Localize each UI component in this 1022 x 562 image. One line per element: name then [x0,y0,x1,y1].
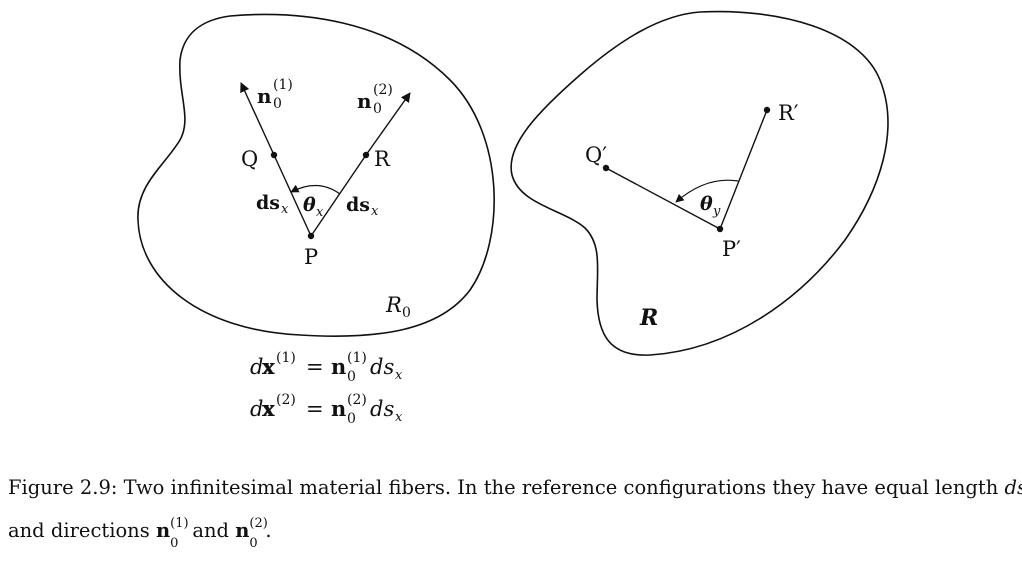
svg-text:0: 0 [373,101,382,117]
svg-text:n: n [331,396,346,421]
caption-text-2: and directions [8,519,150,542]
point-p-label: P [304,245,318,269]
svg-text:(1): (1) [347,350,367,366]
svg-text:dx: dx [250,355,275,379]
left-region: Q R P n (1) 0 n (2) 0 ds x θ x ds x R 0 [137,13,495,337]
point-q-label: Q [241,147,258,171]
caption-ds: ds [1004,476,1022,499]
svg-text:(1): (1) [276,350,296,366]
point-p-prime-label: P′ [722,237,741,261]
normal-label-2: n (2) 0 [357,82,393,117]
left-fiber-pr [310,154,367,237]
caption-n1: n [155,519,171,542]
svg-text:0: 0 [347,369,356,385]
svg-text:ds: ds [370,397,394,421]
caption-line-2: and directions n(1)0 and n(2)0. [8,513,1014,551]
svg-text:(2): (2) [373,82,393,98]
region-label-right: R [639,305,658,331]
equation-1: dx x (1) = n (1) 0 ds x [250,350,403,385]
svg-text:ds: ds [346,194,370,216]
svg-text:x: x [262,396,275,421]
svg-text:n: n [331,354,346,379]
normal-arrow-1 [240,82,275,156]
svg-text:(2): (2) [276,392,296,408]
right-region-boundary [510,10,889,356]
point-q-dot [270,151,278,159]
svg-text:x: x [262,354,275,379]
svg-text:0: 0 [402,305,411,321]
normal-arrow-2 [365,92,411,156]
point-r-prime-dot [763,106,771,114]
svg-text:0: 0 [273,96,282,112]
angle-label-right: θ y [700,193,721,219]
right-fiber-pq [605,167,721,230]
svg-text:0: 0 [347,411,356,427]
caption-n2: n [235,519,250,542]
left-region-boundary [137,13,495,337]
svg-text:y: y [712,204,721,219]
svg-text:R: R [385,293,402,317]
svg-text:θ: θ [700,193,713,215]
svg-text:x: x [281,202,289,217]
angle-arc-left [290,184,341,195]
svg-text:(2): (2) [347,392,367,408]
svg-text:dx: dx [250,397,275,421]
point-p-prime-dot [716,225,724,233]
svg-text:n: n [257,84,272,108]
point-r-dot [362,151,370,159]
svg-text:(1): (1) [273,77,293,93]
point-q-prime-dot [602,164,610,172]
left-fiber-pq [273,154,312,237]
point-r-label: R [374,147,391,171]
ds-label-right: ds x [346,194,379,219]
ds-label-left: ds x [256,192,289,217]
svg-text:x: x [395,410,403,425]
caption-line-1: Figure 2.9: Two infinitesimal material f… [8,470,1022,513]
svg-text:=: = [306,397,324,421]
region-label-left: R 0 [385,293,411,321]
angle-arc-right [675,179,739,203]
caption-period: . [265,519,272,542]
caption-text-1: Two infinitesimal material fibers. In th… [123,476,999,499]
caption-n2-indices: (2)0 [249,515,268,551]
normal-label-1: n (1) 0 [257,77,293,112]
svg-text:x: x [316,205,324,220]
svg-text:=: = [306,355,324,379]
point-r-prime-label: R′ [778,101,799,125]
caption-n1-indices: (1)0 [170,515,189,551]
point-q-prime-label: Q′ [585,143,607,167]
caption-prefix: Figure 2.9: [8,476,118,499]
svg-text:x: x [395,368,403,383]
right-region: Q′ R′ P′ θ y R [510,10,889,356]
figure-caption: Figure 2.9: Two infinitesimal material f… [8,470,1022,551]
figure-diagram: Q R P n (1) 0 n (2) 0 ds x θ x ds x R 0 [137,10,889,427]
caption-and: and [192,519,230,542]
svg-text:θ: θ [303,194,316,216]
svg-text:ds: ds [256,192,280,214]
svg-text:x: x [371,204,379,219]
equation-2: dx x (2) = n (2) 0 ds x [250,392,403,427]
point-p-dot [307,232,315,240]
svg-text:ds: ds [370,355,394,379]
right-fiber-pr [719,109,768,230]
svg-text:n: n [357,89,372,113]
angle-label-left: θ x [303,194,324,220]
